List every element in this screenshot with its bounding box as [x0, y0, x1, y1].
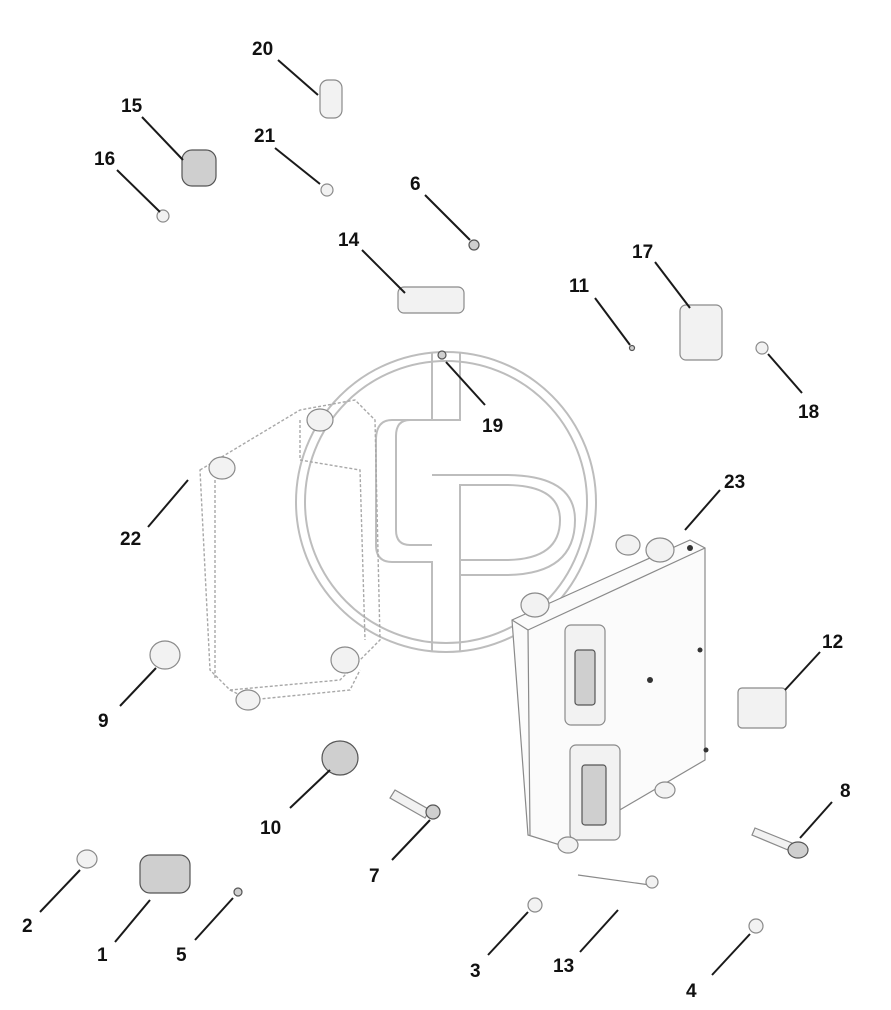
part-16-washer [156, 209, 170, 223]
part-20-sensor [319, 79, 343, 119]
callout-22: 22 [120, 529, 141, 550]
callout-4: 4 [686, 981, 697, 1002]
callout-3: 3 [470, 961, 481, 982]
callout-15: 15 [121, 96, 143, 117]
callout-10: 10 [260, 818, 281, 839]
part-4-nut [748, 918, 764, 934]
callout-7: 7 [369, 866, 380, 887]
part-21-washer [320, 183, 334, 197]
gp-circle-logo-icon [295, 351, 597, 653]
part-9-grommet [149, 640, 181, 670]
part-5-screw [233, 887, 243, 897]
callout-20: 20 [252, 39, 273, 60]
callout-13: 13 [553, 956, 574, 977]
part-6-nut [468, 239, 480, 251]
callout-17: 17 [632, 242, 653, 263]
part-19-screw [437, 350, 447, 360]
callout-18: 18 [798, 402, 819, 423]
callout-9: 9 [98, 711, 109, 732]
ecm-control-module [511, 534, 709, 854]
part-1-sensor [139, 854, 191, 894]
callout-19: 19 [482, 416, 503, 437]
part-7-bolt [389, 789, 431, 819]
callout-1: 1 [97, 945, 108, 966]
part-11-pin [628, 344, 636, 352]
callout-14: 14 [338, 230, 360, 251]
part-14-bracket [397, 286, 465, 314]
part-12-cover [737, 687, 787, 729]
part-2-washer [76, 849, 98, 869]
callout-8: 8 [840, 781, 851, 802]
leader-lines [39, 59, 833, 976]
part-18-washer [755, 341, 769, 355]
callout-labels: 20 21 15 16 6 14 11 17 18 19 22 23 12 9 … [22, 39, 851, 1002]
callout-2: 2 [22, 916, 33, 937]
part-13-harness [577, 874, 651, 886]
callout-6: 6 [410, 174, 421, 195]
part-10-isolator [321, 740, 359, 776]
small-parts [76, 79, 809, 934]
callout-11: 11 [569, 276, 590, 297]
callout-23: 23 [724, 472, 745, 493]
mounting-bracket-frame [199, 399, 381, 711]
part-15-sensor [181, 149, 217, 187]
callout-5: 5 [176, 945, 187, 966]
callout-21: 21 [254, 126, 276, 147]
part-8-bolt [751, 827, 793, 851]
callout-16: 16 [94, 149, 115, 170]
callout-12: 12 [822, 632, 843, 653]
part-17-connector [679, 304, 723, 361]
part-3-nut [527, 897, 543, 913]
